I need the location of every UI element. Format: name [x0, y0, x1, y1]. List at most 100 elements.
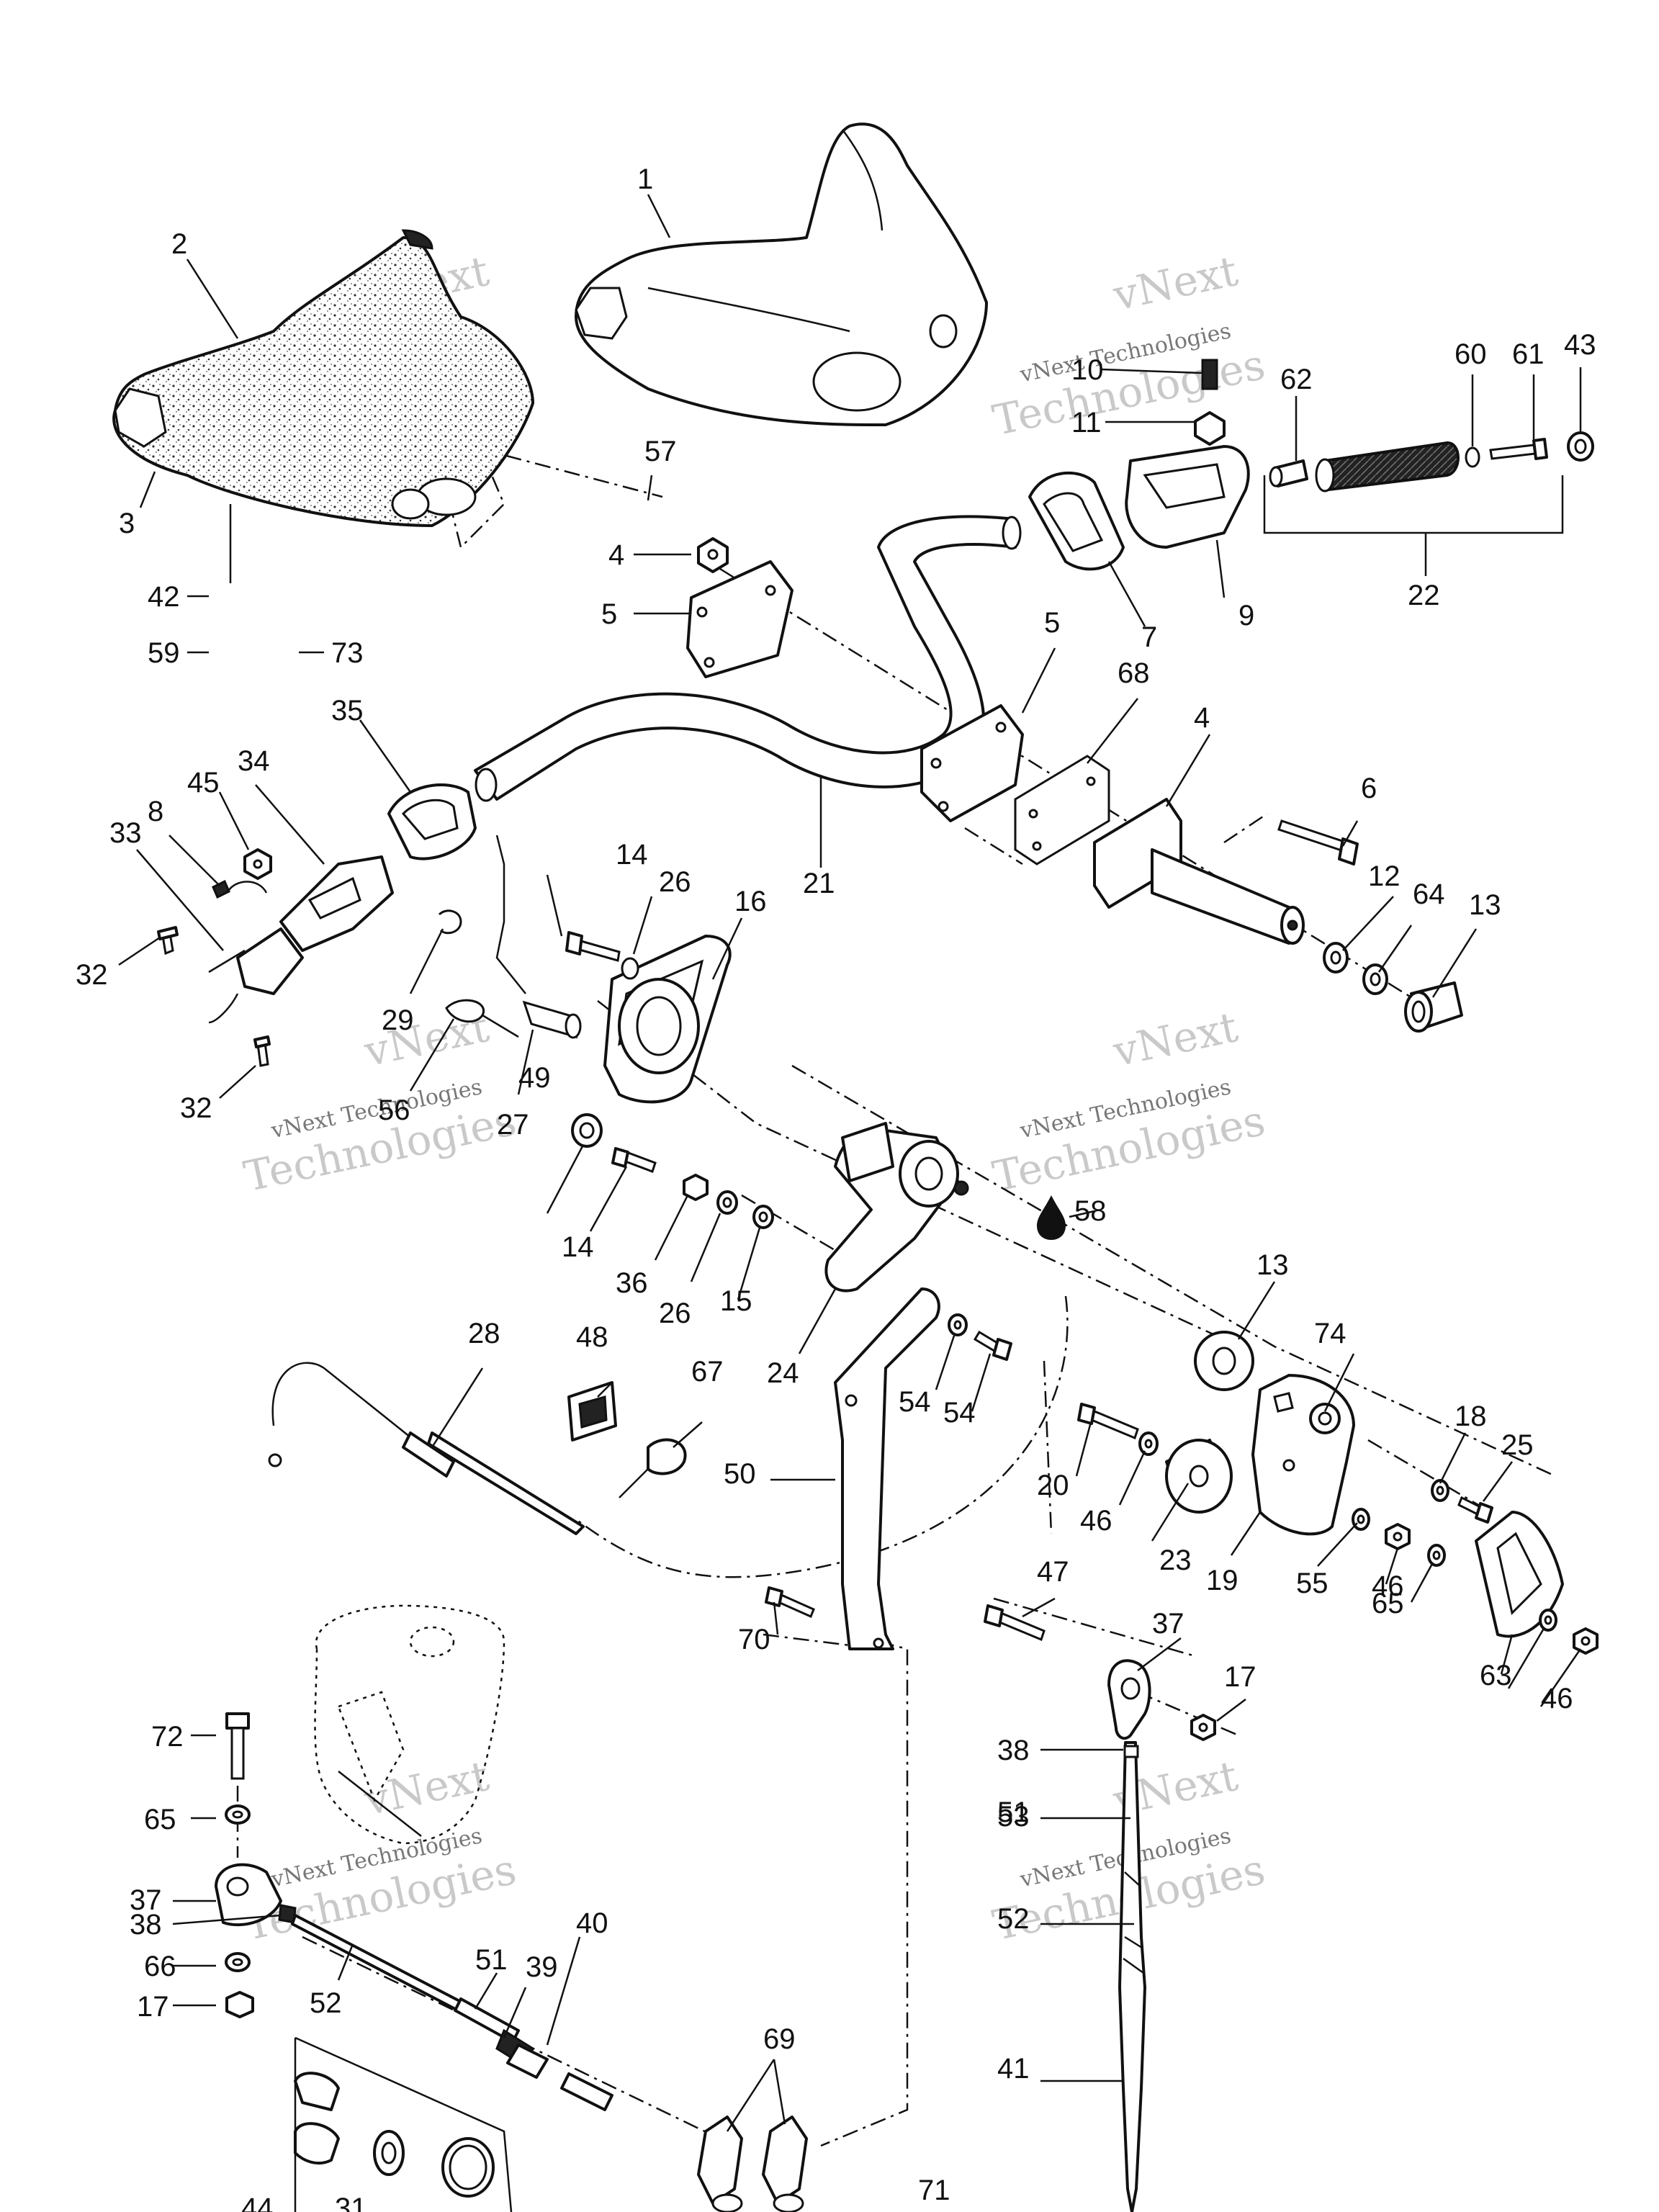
callout-label: 10: [1071, 354, 1104, 386]
callout-label: 73: [331, 637, 364, 669]
watermark-2: vNext vNext Technologies Technologies: [989, 246, 1269, 445]
part-46-washer-b: [1427, 1544, 1446, 1567]
callout-label: 23: [1159, 1545, 1192, 1576]
part-21-handlebar: [474, 515, 1022, 802]
callout-labels: 1 2 3 4 5 5 6 7 8 9 10 11 12 13 13 14 14…: [76, 163, 1596, 2212]
part-74-column: [1093, 798, 1305, 945]
part-46-washer-c: [1539, 1609, 1557, 1632]
part-17-nut-left: [225, 1991, 254, 2018]
callout-label: 41: [997, 2053, 1030, 2085]
callout-label: 17: [137, 1991, 169, 2023]
watermark-5: vNext vNext Technologies Technologies: [240, 1751, 521, 1950]
callout-label: 2: [171, 228, 187, 260]
callout-label: 5: [601, 598, 617, 630]
callout-label: 44: [241, 2193, 274, 2212]
part-44-bushing-halves: [294, 2072, 340, 2165]
callout-label: 51: [475, 1944, 508, 1976]
callout-label: 74: [1314, 1318, 1346, 1349]
part-32-screw-upper: [157, 926, 179, 956]
part-14-bolt-mid: [611, 1147, 657, 1173]
callout-label: 52: [310, 1987, 342, 2019]
part-16-bracket-pad: [603, 935, 732, 1104]
part-31-washer: [373, 2130, 405, 2176]
part-26-washer-mid: [716, 1190, 738, 1215]
callout-label: 59: [148, 637, 180, 669]
callout-label: 11: [1071, 407, 1102, 439]
callout-label: 45: [187, 767, 220, 799]
callout-label: 62: [1280, 364, 1313, 395]
part-45-nut: [243, 848, 272, 880]
callout-label: 29: [382, 1004, 414, 1036]
leader-lines: [118, 194, 1582, 2132]
callout-label: 6: [1361, 773, 1377, 804]
part-54-washer-right: [1352, 1508, 1370, 1531]
callout-label: 56: [378, 1094, 410, 1126]
callout-label: 58: [1074, 1195, 1107, 1227]
callout-label: 38: [130, 1909, 162, 1941]
part-bottom-box: [294, 2036, 513, 2212]
callout-label: 7: [1141, 621, 1157, 653]
part-36-nut: [683, 1174, 709, 1201]
callout-label: 17: [1224, 1661, 1256, 1693]
callout-label: 14: [616, 839, 648, 871]
part-4-nut-right: [1573, 1627, 1599, 1655]
part-13-bushing-lower: [1194, 1331, 1254, 1391]
part-55-tie: [445, 999, 519, 1038]
callout-label: 1: [637, 163, 653, 195]
part-12-washer: [1323, 942, 1349, 974]
part-18-washer: [1431, 1479, 1449, 1502]
callout-label: 54: [943, 1397, 976, 1429]
part-27-cable-end: [495, 835, 582, 1039]
callout-label: 52: [997, 1903, 1030, 1935]
part-23-bushing: [1165, 1439, 1233, 1514]
part-13-bushing-top: [1404, 981, 1463, 1033]
part-68-clamp-halves: [697, 2116, 808, 2212]
callout-label: 8: [148, 796, 163, 827]
callout-label: 46: [1541, 1683, 1573, 1714]
part-59-washer: [1465, 446, 1480, 468]
callout-label: 38: [997, 1735, 1030, 1766]
callout-label: 15: [720, 1285, 752, 1317]
callout-label: 26: [659, 866, 691, 898]
part-32-screw-lower: [253, 1035, 271, 1067]
callout-label: 32: [76, 959, 108, 991]
part-9-throttle-housing: [1125, 445, 1250, 549]
part-5-clamp-lower: [920, 704, 1024, 822]
callout-label: 72: [151, 1721, 184, 1753]
part-shadow-body: [314, 1604, 505, 1845]
part-24-stem: [824, 1122, 969, 1292]
callout-label: 32: [180, 1092, 212, 1124]
part-10-screw: [1201, 359, 1218, 390]
callout-label: 14: [562, 1231, 594, 1263]
part-8-screw: [212, 879, 268, 899]
callout-label: 65: [1372, 1588, 1404, 1619]
callout-label: 22: [1408, 580, 1440, 611]
part-rod-right: [1118, 1741, 1146, 2212]
part-48-clip: [567, 1381, 617, 1442]
watermark-4: vNext vNext Technologies Technologies: [989, 1002, 1269, 1201]
part-73-bracket: [1251, 1374, 1355, 1536]
part-65-washer-bottom: [225, 1952, 251, 1972]
part-66-tie: [619, 1438, 687, 1498]
callout-label: 71: [918, 2175, 950, 2206]
watermark-3: vNext vNext Technologies Technologies: [240, 1002, 521, 1201]
part-63-washer: [1362, 963, 1388, 995]
callout-label: 64: [1413, 878, 1445, 910]
part-5-clamp-upper: [686, 560, 793, 678]
callout-label: 57: [644, 436, 677, 467]
part-71-bolt: [225, 1712, 250, 1780]
part-26-washer-top: [621, 957, 639, 980]
part-61-sleeve: [1269, 459, 1308, 487]
part-67-gasket: [1014, 755, 1110, 866]
callout-label: 46: [1080, 1505, 1112, 1537]
part-14-bolt-top: [565, 931, 621, 962]
callout-label: 34: [238, 745, 270, 777]
callout-label: 33: [109, 817, 142, 849]
callout-label: 70: [738, 1624, 770, 1655]
callout-label: 13: [1256, 1249, 1289, 1281]
callout-label: 21: [803, 868, 835, 899]
callout-label: 39: [526, 1951, 558, 1983]
watermark-line1: vNext: [1108, 1002, 1241, 1076]
watermark-line1: vNext: [359, 1751, 493, 1825]
